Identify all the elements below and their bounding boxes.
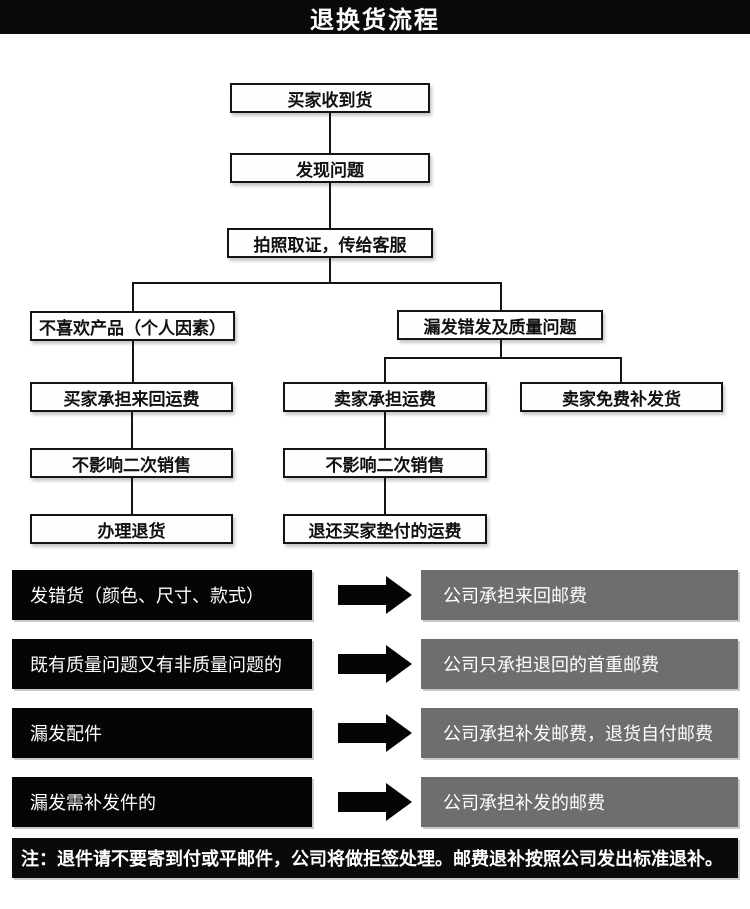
flow-node-find-problem: 发现问题 [230,153,430,183]
connector-line [384,412,386,448]
policy-result: 公司承担补发的邮费 [421,777,738,827]
flow-node-dislike-personal: 不喜欢产品（个人因素） [30,311,235,341]
connector-line [384,357,386,382]
flow-node-no-resale-left: 不影响二次销售 [30,448,233,478]
policy-result: 公司承担补发邮费，退货自付邮费 [421,708,738,758]
connector-line [131,412,133,448]
flow-node-no-resale-right: 不影响二次销售 [283,448,487,478]
flow-node-refund-freight: 退还买家垫付的运费 [283,514,487,544]
flow-node-buyer-round-trip: 买家承担来回运费 [30,382,233,412]
connector-line [329,113,331,153]
flow-node-photo-evidence: 拍照取证，传给客服 [227,228,433,258]
policy-result: 公司只承担退回的首重邮费 [421,639,738,689]
page-title: 退换货流程 [310,6,440,34]
connector-line [132,341,134,382]
flow-node-seller-reship: 卖家免费补发货 [520,382,723,412]
flow-node-process-return: 办理退货 [30,514,233,544]
policy-condition: 漏发需补发件的 [12,777,312,827]
connector-line [500,282,502,310]
policy-result: 公司承担来回邮费 [421,570,738,620]
connector-line [384,478,386,514]
connector-line [384,357,622,359]
policy-row: 发错货（颜色、尺寸、款式） 公司承担来回邮费 [0,570,750,620]
note-bar: 注：退件请不要寄到付或平邮件，公司将做拒签处理。邮费退补按照公司发出标准退补。 [12,838,738,878]
connector-line [620,357,622,382]
flow-node-seller-freight: 卖家承担运费 [283,382,487,412]
arrow-right-icon [338,576,412,614]
connector-line [500,340,502,359]
policy-row: 既有质量问题又有非质量问题的 公司只承担退回的首重邮费 [0,639,750,689]
arrow-right-icon [338,714,412,752]
header-bar: 退换货流程 [0,0,750,34]
policy-row: 漏发配件 公司承担补发邮费，退货自付邮费 [0,708,750,758]
policy-row: 漏发需补发件的 公司承担补发的邮费 [0,777,750,827]
policy-condition: 漏发配件 [12,708,312,758]
flow-node-wrong-or-quality: 漏发错发及质量问题 [397,310,603,340]
policy-condition: 发错货（颜色、尺寸、款式） [12,570,312,620]
connector-line [132,282,134,311]
flow-node-buyer-receives: 买家收到货 [230,83,430,113]
connector-line [329,258,331,284]
policy-condition: 既有质量问题又有非质量问题的 [12,639,312,689]
arrow-right-icon [338,645,412,683]
connector-line [131,478,133,514]
arrow-right-icon [338,783,412,821]
connector-line [329,183,331,228]
connector-line [132,282,502,284]
